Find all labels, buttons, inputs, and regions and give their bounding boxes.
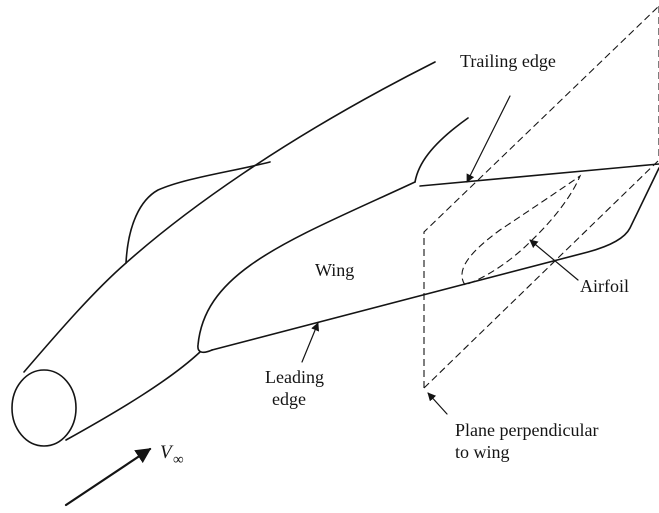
- engine-inlet: [11, 369, 77, 447]
- plane-label-line1: Plane perpendicular: [455, 420, 598, 440]
- canopy: [125, 161, 271, 264]
- leading-edge-label-line1: Leading: [265, 367, 324, 387]
- plane-arrow: [427, 392, 448, 415]
- plane-near-edges: [423, 5, 659, 388]
- leading-edge-label-line2: edge: [272, 389, 306, 409]
- wing-leading-edge: [211, 167, 659, 351]
- wing-trailing-edge: [419, 163, 659, 187]
- plane-label-line2: to wing: [455, 442, 510, 462]
- freestream-velocity-symbol: V: [160, 442, 174, 463]
- airfoil-outline: [461, 174, 582, 286]
- wing-root: [197, 181, 416, 354]
- tail-fin: [414, 117, 469, 183]
- airfoil-arrow: [529, 239, 579, 281]
- fuselage: [11, 61, 436, 447]
- perpendicular-plane: [423, 5, 659, 389]
- trailing-edge-arrow: [466, 95, 511, 183]
- wing: [197, 117, 659, 354]
- wing-label: Wing: [315, 260, 354, 280]
- freestream-velocity-subscript: ∞: [173, 452, 184, 468]
- trailing-edge-label: Trailing edge: [460, 51, 556, 71]
- fuselage-lower-line: [65, 351, 201, 441]
- freestream-arrow: [64, 447, 152, 507]
- airfoil-label: Airfoil: [580, 276, 629, 296]
- airfoil-section: [461, 174, 582, 286]
- fuselage-upper-line: [23, 61, 436, 373]
- leading-edge-arrow: [301, 322, 320, 363]
- plane-bottom-edge: [423, 159, 659, 389]
